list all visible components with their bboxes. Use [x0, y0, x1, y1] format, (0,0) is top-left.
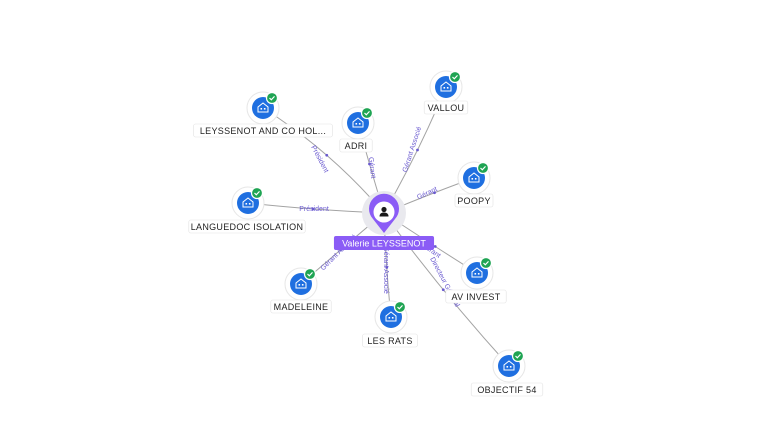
node-label-box	[193, 123, 333, 138]
edge-arrow-poopy	[433, 191, 436, 195]
person-name: Valerie LEYSSENOT	[342, 239, 426, 249]
node-label-box	[339, 138, 373, 153]
verified-check-icon	[479, 256, 493, 270]
edge-arrow-avinvest	[433, 245, 437, 248]
node-label-box	[270, 299, 332, 314]
node-label-box	[454, 193, 494, 208]
verified-check-icon	[265, 91, 279, 105]
edge-label-lesrats: Gérant Associé	[382, 246, 389, 294]
company-label: LEYSSENOT AND CO HOL...	[200, 126, 326, 136]
edge-arrow-adri	[368, 162, 371, 166]
verified-check-icon	[448, 70, 462, 84]
node-label-box	[423, 100, 469, 115]
company-node-poopy[interactable]: POOPY	[454, 161, 494, 208]
building-icon	[242, 197, 254, 208]
company-label: ADRI	[345, 141, 368, 151]
company-label: LANGUEDOC ISOLATION	[191, 222, 304, 232]
verified-check-icon	[250, 186, 264, 200]
person-icon	[379, 206, 389, 217]
edge-label-adri: Gérant	[367, 157, 377, 179]
company-node-languedoc[interactable]: LANGUEDOC ISOLATION	[188, 186, 306, 234]
verified-check-icon	[303, 267, 317, 281]
building-icon	[503, 360, 515, 371]
building-icon	[257, 102, 269, 113]
node-label-box	[362, 333, 418, 348]
building-icon	[468, 172, 480, 183]
node-label-box	[188, 219, 306, 234]
verified-check-icon	[476, 161, 490, 175]
edge-arrow-objectif	[441, 288, 445, 292]
building-icon	[295, 278, 307, 289]
company-label: POOPY	[457, 196, 491, 206]
company-label: AV INVEST	[451, 292, 500, 302]
company-label: LES RATS	[367, 336, 412, 346]
person-node[interactable]: Valerie LEYSSENOT	[333, 191, 435, 250]
building-icon	[352, 117, 364, 128]
company-label: MADELEINE	[274, 302, 329, 312]
company-node-adri[interactable]: ADRI	[339, 106, 375, 153]
company-node-avinvest[interactable]: AV INVEST	[445, 256, 507, 304]
company-label: VALLOU	[428, 103, 465, 113]
node-label-box	[445, 289, 507, 304]
company-node-madeleine[interactable]: MADELEINE	[270, 267, 332, 314]
company-node-objectif[interactable]: OBJECTIF 54	[470, 349, 544, 397]
building-icon	[440, 81, 452, 92]
company-node-vallou[interactable]: VALLOU	[423, 70, 469, 115]
edge-arrow-vallou	[416, 148, 419, 152]
verified-check-icon	[393, 300, 407, 314]
verified-check-icon	[360, 106, 374, 120]
edge-arrow-languedoc	[311, 207, 315, 211]
building-icon	[471, 267, 483, 278]
person-label-box	[333, 236, 435, 250]
edge-arrow-lesrats	[385, 266, 389, 269]
building-icon	[385, 311, 397, 322]
node-label-box	[470, 382, 544, 397]
verified-check-icon	[511, 349, 525, 363]
edge-arrow-leyssenot	[325, 153, 329, 157]
edge-label-vallou: Gérant Associé	[402, 126, 423, 173]
company-node-leyssenot[interactable]: LEYSSENOT AND CO HOL...	[193, 91, 333, 138]
company-node-lesrats[interactable]: LES RATS	[362, 300, 418, 348]
company-label: OBJECTIF 54	[477, 385, 536, 395]
